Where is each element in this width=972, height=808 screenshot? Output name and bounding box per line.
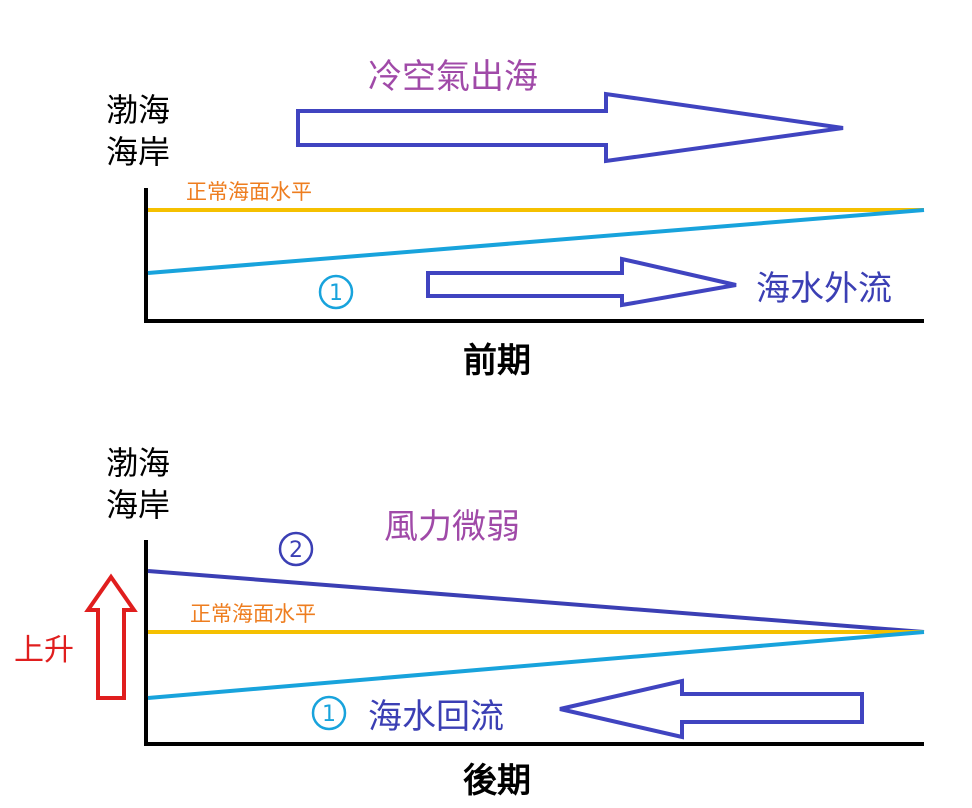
- wind-label: 風力微弱: [384, 507, 520, 547]
- stage-label: 前期: [463, 341, 531, 381]
- rise-label: 上升: [14, 633, 74, 668]
- flow-label: 海水回流: [368, 697, 504, 737]
- marker-2-circle: [278, 531, 314, 567]
- coast-label-line1: 渤海: [106, 91, 170, 129]
- marker-1-digit: 1: [329, 281, 343, 306]
- marker-1-circle: [311, 695, 347, 731]
- panel-late: 渤海 海岸 風力微弱 2 上升 正常海面水平 1 海水回流 後期: [14, 444, 925, 801]
- normal-sea-level-label: 正常海面水平: [190, 602, 316, 626]
- wind-arrow-right: [296, 91, 844, 164]
- backflow-arrow-left: [559, 678, 864, 740]
- normal-sea-level-label: 正常海面水平: [186, 180, 312, 204]
- outflow-arrow-right: [426, 256, 737, 308]
- sea-level-line-1: [147, 208, 925, 275]
- sea-level-line-1: [147, 630, 925, 700]
- coast-label-line2: 海岸: [106, 486, 170, 524]
- coast-label-line2: 海岸: [106, 133, 170, 171]
- wind-label: 冷空氣出海: [368, 57, 538, 97]
- marker-2-digit: 2: [289, 538, 303, 563]
- flow-label: 海水外流: [756, 269, 892, 309]
- coast-label-line1: 渤海: [106, 444, 170, 482]
- rise-arrow: [84, 573, 138, 700]
- stage-label: 後期: [463, 761, 531, 801]
- panel-early: 渤海 海岸 冷空氣出海 正常海面水平 1 海水外流 前期: [106, 57, 925, 381]
- marker-1-digit: 1: [322, 702, 336, 727]
- sea-level-line-2: [147, 569, 925, 634]
- marker-1-circle: [318, 274, 354, 310]
